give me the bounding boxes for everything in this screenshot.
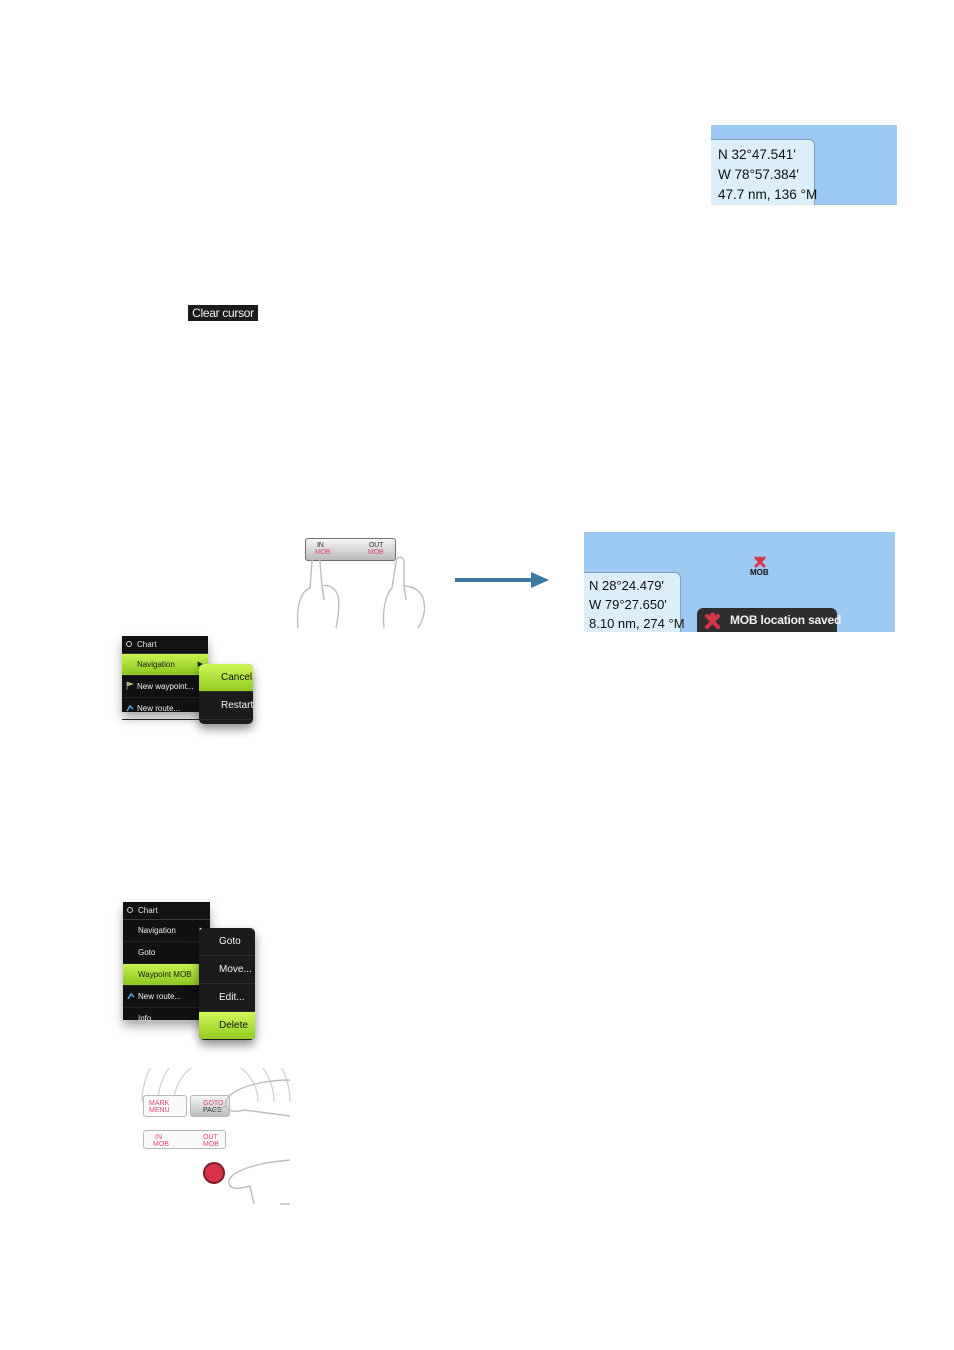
menu-item-label: Info bbox=[138, 1014, 152, 1023]
clear-cursor-button[interactable]: Clear cursor bbox=[188, 305, 258, 321]
mob-longitude: W 79°27.650' bbox=[589, 597, 667, 612]
submenu-item-delete[interactable]: Delete bbox=[199, 1012, 255, 1039]
mob-saved-text: MOB location saved bbox=[730, 613, 842, 627]
menu-item-goto[interactable]: Goto M bbox=[123, 942, 210, 964]
cursor-position-box: N 32°47.541' W 78°57.384' 47.7 nm, 136 °… bbox=[711, 139, 818, 205]
cursor-longitude: W 78°57.384' bbox=[718, 167, 799, 182]
key-out-label: OUT bbox=[369, 542, 384, 549]
key-mark-label: MARK bbox=[149, 1100, 170, 1107]
menu-item-waypoint-mob[interactable]: Waypoint MOB bbox=[123, 964, 210, 986]
key-in-label: IN bbox=[155, 1134, 162, 1141]
arrow-right-icon bbox=[531, 572, 549, 588]
arrow-shaft bbox=[455, 578, 533, 582]
key-goto-label: GOTO bbox=[203, 1100, 224, 1107]
key-menu-label: MENU bbox=[149, 1107, 170, 1114]
mob-marker-icon bbox=[754, 556, 766, 568]
cursor-position-panel: N 32°47.541' W 78°57.384' 47.7 nm, 136 °… bbox=[711, 125, 897, 205]
menu-item-label: New route... bbox=[137, 704, 181, 713]
route-icon bbox=[127, 992, 135, 1000]
key-mob-right-label: MOB bbox=[368, 549, 384, 556]
navigation-submenu-1: Cancel Restart bbox=[199, 664, 253, 724]
menu-item-navigation[interactable]: Navigation ▶ bbox=[122, 654, 208, 676]
menu-header: Chart bbox=[122, 636, 208, 654]
submenu-item-edit[interactable]: Edit... bbox=[199, 984, 255, 1012]
menu-item-label: Navigation bbox=[138, 926, 176, 935]
waypoint-flag-icon bbox=[126, 682, 134, 690]
key-out-label: OUT bbox=[203, 1134, 218, 1141]
submenu-item-move[interactable]: Move... bbox=[199, 956, 255, 984]
submenu-item-cancel[interactable]: Cancel bbox=[199, 664, 253, 692]
menu-item-label: Waypoint MOB bbox=[138, 970, 192, 979]
mob-position-box: N 28°24.479' W 79°27.650' 8.10 nm, 274 °… bbox=[584, 572, 685, 632]
menu-item-label: New route... bbox=[138, 992, 182, 1001]
mob-range-bearing: 8.10 nm, 274 °M bbox=[589, 616, 685, 631]
power-key[interactable] bbox=[203, 1162, 225, 1184]
keypad-in-out-mob[interactable]: IN MOB OUT MOB bbox=[305, 538, 396, 561]
mob-saved-toast: MOB location saved bbox=[697, 608, 841, 632]
cursor-latitude: N 32°47.541' bbox=[718, 147, 796, 162]
submenu-item-goto[interactable]: Goto bbox=[199, 928, 255, 956]
submenu-item-restart[interactable]: Restart bbox=[199, 692, 253, 720]
menu-header-label: Chart bbox=[138, 906, 158, 915]
key-page-label: PAGE bbox=[203, 1107, 222, 1114]
mob-person-icon bbox=[705, 612, 720, 629]
route-icon bbox=[126, 704, 134, 712]
key-mob-right-label: MOB bbox=[203, 1141, 219, 1148]
chart-menu-1: Chart Navigation ▶ New waypoint... New r… bbox=[122, 636, 208, 720]
menu-item-new-route[interactable]: New route... bbox=[123, 986, 210, 1008]
menu-item-new-route[interactable]: New route... bbox=[122, 698, 208, 720]
goto-page-key[interactable]: GOTO PAGE bbox=[190, 1095, 230, 1117]
cursor-range-bearing: 47.7 nm, 136 °M bbox=[718, 187, 818, 202]
finger-pressing-icon bbox=[214, 1079, 291, 1205]
menu-item-label: Navigation bbox=[137, 660, 175, 669]
menu-item-label: New waypoint... bbox=[137, 682, 194, 691]
menu-item-label: Goto bbox=[138, 948, 156, 957]
menu-item-new-waypoint[interactable]: New waypoint... bbox=[122, 676, 208, 698]
mark-menu-key[interactable]: MARK MENU bbox=[143, 1095, 187, 1117]
mob-chart-panel: MOB N 28°24.479' W 79°27.650' 8.10 nm, 2… bbox=[584, 532, 895, 632]
menu-item-navigation[interactable]: Navigation ▶ bbox=[123, 920, 210, 942]
in-out-mob-key[interactable]: IN MOB OUT MOB bbox=[143, 1130, 226, 1149]
menu-header-label: Chart bbox=[137, 640, 157, 649]
key-mob-left-label: MOB bbox=[153, 1141, 169, 1148]
chart-menu-2: Chart Navigation ▶ Goto M Waypoint MOB N… bbox=[123, 902, 210, 1023]
key-in-label: IN bbox=[317, 542, 324, 549]
chart-icon bbox=[127, 907, 133, 913]
mob-latitude: N 28°24.479' bbox=[589, 578, 664, 593]
menu-header: Chart bbox=[123, 902, 210, 920]
chart-icon bbox=[126, 641, 132, 647]
hands-pressing-icon bbox=[296, 556, 426, 629]
waypoint-submenu-2: Goto Move... Edit... Delete bbox=[199, 928, 255, 1040]
mob-marker-label: MOB bbox=[750, 568, 769, 577]
menu-item-info[interactable]: Info bbox=[123, 1008, 210, 1029]
key-mob-left-label: MOB bbox=[315, 549, 331, 556]
